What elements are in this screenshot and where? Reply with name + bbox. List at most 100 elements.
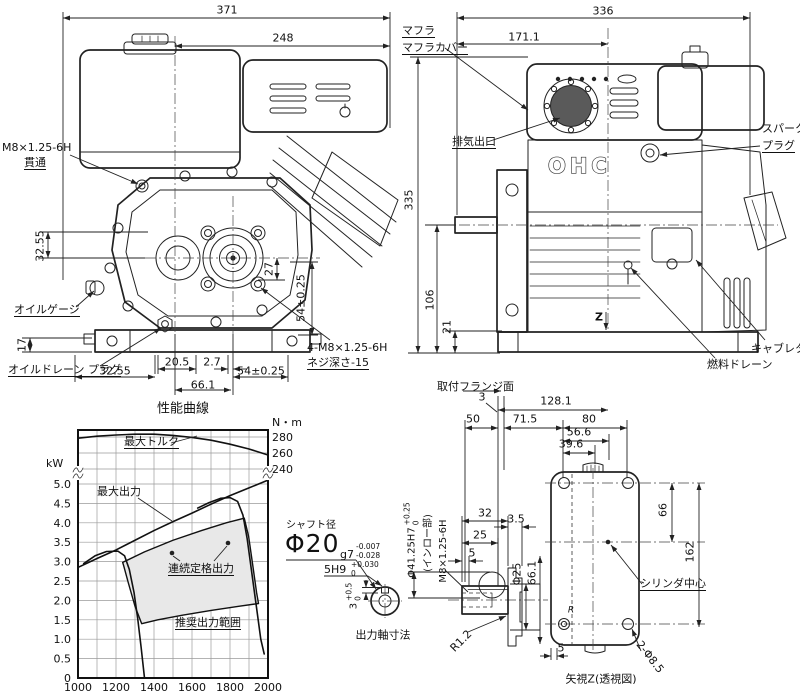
muffler-cover-label: マフラカバー bbox=[402, 41, 468, 55]
through-label: 貫通 bbox=[24, 156, 46, 170]
spark-plug-label-1: スパーク bbox=[762, 122, 800, 135]
spigot-note: (インロー部) bbox=[423, 514, 434, 572]
dim-len-35: 3.5 bbox=[507, 512, 525, 526]
view-z-marker: Z bbox=[595, 310, 603, 324]
svg-text:2000: 2000 bbox=[254, 681, 282, 694]
svg-text:3.5: 3.5 bbox=[54, 536, 72, 549]
rear-view-caption: 矢視Z(透視図) bbox=[565, 672, 637, 686]
chart-title: 性能曲線 bbox=[156, 401, 210, 417]
front-view-drawing bbox=[79, 33, 399, 353]
front-view-dimensions bbox=[22, 12, 391, 395]
dim-dia-25: Φ25 bbox=[510, 562, 524, 586]
muffler-label: マフラ bbox=[402, 24, 435, 38]
svg-text:0.5: 0.5 bbox=[54, 653, 72, 666]
side-view-drawing: OHC bbox=[440, 28, 787, 353]
dim-bottom-left: 32.55 bbox=[99, 364, 131, 378]
dim-len-32: 32 bbox=[478, 506, 492, 520]
dim-left-height: 32.55 bbox=[33, 230, 47, 262]
svg-text:3.0: 3.0 bbox=[54, 556, 72, 569]
dim-bottom-54: 54±0.25 bbox=[237, 364, 285, 378]
chart-annotation-art bbox=[137, 435, 231, 562]
dim-len-5: 5 bbox=[468, 546, 476, 560]
dim-bottom-27: 2.7 bbox=[203, 355, 221, 369]
dim-base-height: 21 bbox=[440, 320, 454, 334]
dim-shaft-height: 106 bbox=[423, 289, 437, 311]
rear-view-dimensions bbox=[463, 388, 702, 660]
rear-view-drawing bbox=[545, 462, 705, 654]
dim-vert-27: 27 bbox=[262, 262, 276, 276]
key-tol-lower: 0 bbox=[351, 568, 356, 578]
pto-bolt-holes bbox=[200, 225, 266, 292]
dim-overall-height: 335 bbox=[402, 189, 416, 211]
case-bolts bbox=[104, 166, 278, 328]
chart-yleft-label: kW bbox=[46, 457, 64, 470]
governor-droop-low bbox=[82, 550, 146, 679]
performance-chart: 00.51.01.52.02.53.03.54.04.55.0240260280… bbox=[54, 429, 293, 694]
shaft-diameter: Φ20 bbox=[285, 529, 340, 558]
dim-566: 56.6 bbox=[566, 425, 592, 439]
chart-yright-label: N・m bbox=[272, 416, 302, 429]
svg-text:1000: 1000 bbox=[64, 681, 92, 694]
shaft-fit-tolerance: -0.007 -0.028 bbox=[356, 542, 381, 560]
carburetor-label: キャブレタ bbox=[751, 342, 800, 355]
svg-text:1200: 1200 bbox=[102, 681, 130, 694]
svg-text:260: 260 bbox=[272, 447, 293, 460]
shaft-fit-tol-lower: -0.028 bbox=[356, 550, 381, 560]
dim-50: 50 bbox=[466, 412, 480, 426]
output-shaft-caption: 出力軸寸法 bbox=[355, 628, 411, 642]
max-torque-label: 最大トルク bbox=[124, 435, 179, 449]
spark-plug-label-2: プラグ bbox=[762, 139, 795, 153]
oil-gauge-label: オイルゲージ bbox=[14, 303, 80, 317]
svg-text:2.0: 2.0 bbox=[54, 594, 72, 607]
shaft-fit: g7 bbox=[340, 548, 354, 561]
shaft-end-view-drawing bbox=[286, 559, 402, 618]
governor-droop-high bbox=[196, 496, 266, 655]
exhaust-outlet-label: 排気出口 bbox=[452, 135, 496, 149]
dim-muffler-length: 171.1 bbox=[508, 30, 540, 44]
shaft-fit-tol-upper: -0.007 bbox=[356, 542, 381, 551]
spigot-value: Φ41.25H7 bbox=[406, 527, 417, 578]
cylinder-center-label: シリンダ中心 bbox=[640, 577, 706, 591]
svg-text:5.0: 5.0 bbox=[54, 478, 72, 491]
dim-bottom-661: 66.1 bbox=[190, 378, 216, 392]
svg-text:280: 280 bbox=[272, 431, 293, 444]
svg-text:1800: 1800 bbox=[216, 681, 244, 694]
mount-tap-label: 4-M8×1.25-6H bbox=[307, 341, 388, 354]
dim-overall-length: 336 bbox=[592, 4, 614, 18]
key-spec: 5H9 bbox=[324, 563, 347, 576]
ohc-casting-text: OHC bbox=[548, 154, 611, 178]
dim-offset-3: 3 bbox=[478, 390, 486, 404]
svg-text:240: 240 bbox=[272, 463, 293, 476]
svg-text:1.5: 1.5 bbox=[54, 614, 72, 627]
spigot-tol-lower: 0 bbox=[411, 520, 420, 526]
dim-66: 66 bbox=[656, 503, 670, 517]
shaft-side-detail-drawing bbox=[408, 516, 548, 647]
dim-width-1281: 128.1 bbox=[540, 394, 572, 408]
dim-bottom-205: 20.5 bbox=[164, 355, 190, 369]
svg-text:1.0: 1.0 bbox=[54, 633, 72, 646]
key-tolerance: +0.030 0 bbox=[351, 560, 379, 578]
dim-foot-height: 17 bbox=[15, 338, 29, 352]
fillet-r-label: R bbox=[567, 605, 575, 616]
max-output-label: 最大出力 bbox=[97, 485, 141, 498]
rated-output-label: 連続定格出力 bbox=[168, 562, 234, 576]
svg-text:0: 0 bbox=[64, 672, 71, 685]
dim-height-661: 66.1 bbox=[525, 560, 539, 586]
tap-thread-label: M8×1.25-6H bbox=[2, 141, 72, 154]
fuel-drain-label: 燃料ドレーン bbox=[707, 358, 773, 371]
key-tol-upper: +0.030 bbox=[351, 560, 379, 569]
dim-overall-width: 371 bbox=[216, 3, 238, 17]
recommended-range-label: 推奨出力範囲 bbox=[175, 616, 241, 630]
svg-text:1400: 1400 bbox=[140, 681, 168, 694]
dim-5: 5 bbox=[557, 641, 565, 655]
recommended-output-region bbox=[121, 517, 260, 625]
svg-text:2.5: 2.5 bbox=[54, 575, 72, 588]
dim-162: 162 bbox=[683, 541, 697, 563]
svg-text:1600: 1600 bbox=[178, 681, 206, 694]
dim-80: 80 bbox=[582, 412, 596, 426]
最大出力 bbox=[77, 479, 269, 569]
shaft-thread: M8×1.25-6H bbox=[438, 519, 449, 583]
